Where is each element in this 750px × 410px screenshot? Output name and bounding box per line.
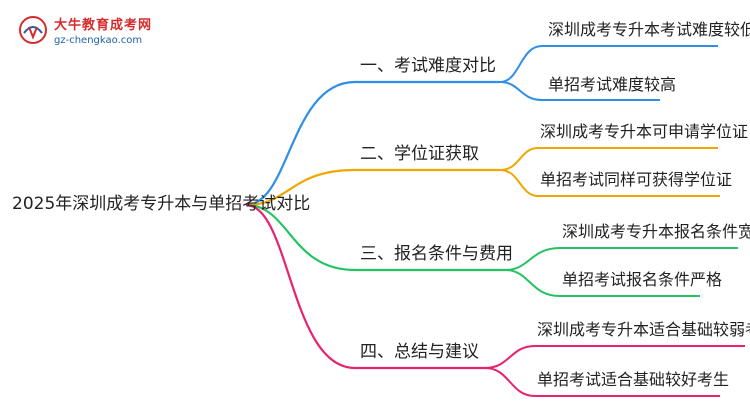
branch-1-leaf-2: 单招考试难度较高 <box>548 75 677 94</box>
connector-branch3-leaf1 <box>504 247 738 271</box>
logo-name: 大牛教育成考网 <box>54 18 153 33</box>
branch-2-leaf-1: 深圳成考专升本可申请学位证 <box>540 122 749 141</box>
branch-4-leaf-1: 深圳成考专升本适合基础较弱考生 <box>537 320 750 339</box>
branch-4-label: 四、总结与建议 <box>360 342 479 362</box>
logo-url: gz-chengkao.com <box>54 35 143 46</box>
connector-root-branch4 <box>245 203 485 370</box>
connector-root-branch1 <box>245 80 500 207</box>
connector-branch3-leaf2 <box>504 269 700 297</box>
connector-branch4-leaf2 <box>484 367 720 397</box>
root-topic: 2025年深圳成考专升本与单招考试对比 <box>12 194 311 214</box>
connector-branch2-leaf2 <box>499 169 720 197</box>
connector-branch4-leaf1 <box>484 345 745 369</box>
logo-mark-icon <box>19 16 47 44</box>
branch-1-label: 一、考试难度对比 <box>360 56 496 76</box>
connector-branch1-leaf2 <box>499 81 660 101</box>
site-logo: 大牛教育成考网 gz-chengkao.com <box>18 14 152 46</box>
connector-root-branch3 <box>245 203 505 272</box>
connector-root-branch2 <box>245 168 500 207</box>
branch-3-leaf-1: 深圳成考专升本报名条件宽松 <box>562 222 750 241</box>
branch-2-leaf-2: 单招考试同样可获得学位证 <box>540 170 733 189</box>
branch-1-leaf-1: 深圳成考专升本考试难度较低 <box>548 20 750 39</box>
branch-4-leaf-2: 单招考试适合基础较好考生 <box>537 370 730 389</box>
branch-3-leaf-2: 单招考试报名条件严格 <box>562 270 723 289</box>
connector-branch2-leaf1 <box>499 147 718 171</box>
branch-3-label: 三、报名条件与费用 <box>360 244 513 264</box>
connector-branch1-leaf1 <box>499 45 718 83</box>
branch-2-label: 二、学位证获取 <box>360 144 479 164</box>
